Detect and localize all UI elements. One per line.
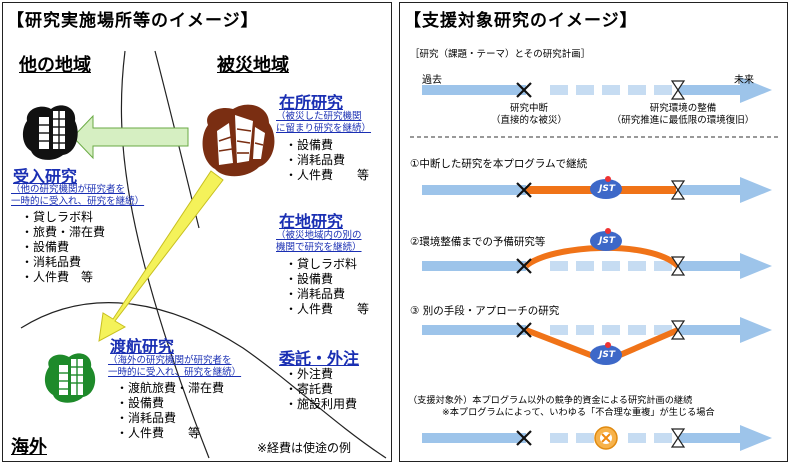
region-overseas: 海外 xyxy=(11,437,47,458)
cost-item: 消耗品費 xyxy=(285,153,369,168)
note-line: （被災した研究機関 xyxy=(276,111,362,122)
label-line: 研究中断 xyxy=(509,103,548,114)
right-panel-title: 【支援対象研究のイメージ】 xyxy=(404,11,638,31)
label-line: ※本プログラムによって、いわゆる「不合理な重複」が生じる場合 xyxy=(442,407,715,418)
jst-logo-text: JST xyxy=(599,350,615,360)
plan-label: ［研究（課題・テーマ）とその研究計画］ xyxy=(410,49,591,60)
local-research-title: 在地研究 xyxy=(279,212,344,231)
cost-item: 貸しラボ料 xyxy=(21,210,105,225)
cost-item: 設備費 xyxy=(285,138,369,153)
past-label: 過去 xyxy=(422,75,442,86)
prohibited-icon xyxy=(594,426,618,450)
cost-item: 消耗品費 xyxy=(116,411,224,426)
accept-building-icon xyxy=(22,105,78,160)
cost-item: 貸しラボ料 xyxy=(285,257,369,272)
overseas-boundary xyxy=(20,302,387,459)
interruption-label: 研究中断 （直接的な被災） xyxy=(474,103,584,127)
cost-item: 設備費 xyxy=(116,396,224,411)
note-line: 一時的に受入れ、研究を継続） xyxy=(11,196,145,207)
cost-item: 施設利用費 xyxy=(285,397,357,412)
note-line: （被災地域内の別の xyxy=(276,230,362,241)
cost-item: 設備費 xyxy=(21,240,105,255)
outsourcing-title: 委託・外注 xyxy=(279,349,360,368)
abroad-research-title: 渡航研究 xyxy=(110,337,175,356)
label-line: （支援対象外）本プログラム以外の競争的資金による研究計画の継続 xyxy=(408,395,693,406)
inplace-cost-list: 設備費 消耗品費 人件費 等 xyxy=(285,138,369,183)
cost-item: 人件費 等 xyxy=(21,270,105,285)
cost-item: 外注費 xyxy=(285,367,357,382)
accept-research-note: （他の研究機関が研究者を 一時的に受入れ、研究を継続） xyxy=(11,184,144,208)
jst-logo-text: JST xyxy=(599,184,615,194)
disaster-building-icon xyxy=(202,104,275,177)
cost-item: 消耗品費 xyxy=(285,287,369,302)
future-label: 未来 xyxy=(734,75,754,86)
note-line: （他の研究機関が研究者を xyxy=(11,184,126,195)
boundary-line xyxy=(120,50,210,459)
local-research-note: （被災地域内の別の 機関で研究を継続） xyxy=(276,230,362,254)
excluded-label: （支援対象外）本プログラム以外の競争的資金による研究計画の継続 ※本プログラムに… xyxy=(408,395,715,419)
region-other: 他の地域 xyxy=(19,55,91,76)
timeline-row xyxy=(422,77,772,103)
left-panel: 【研究実施場所等のイメージ】 他の地域 被災地域 海外 受入研究 （他の研究機関… xyxy=(2,2,392,462)
note-line: （海外の研究機関が研究者を xyxy=(108,355,232,366)
cost-item: 人件費 等 xyxy=(285,168,369,183)
inplace-research-note: （被災した研究機関 に留まり研究を継続） xyxy=(276,111,371,135)
abroad-building-icon xyxy=(44,353,96,403)
abroad-cost-list: 渡航旅費・滞在費 設備費 消耗品費 人件費 等 xyxy=(116,381,224,441)
local-cost-list: 貸しラボ料 設備費 消耗品費 人件費 等 xyxy=(285,257,369,317)
right-diagram-graphics xyxy=(410,77,780,451)
abroad-arrow xyxy=(98,170,224,342)
case3-row xyxy=(422,317,772,365)
note-line: に留まり研究を継続） xyxy=(276,123,372,134)
label-line: 研究環境の整備 xyxy=(649,103,717,114)
left-panel-title: 【研究実施場所等のイメージ】 xyxy=(7,11,259,31)
cost-item: 旅費・滞在費 xyxy=(21,225,105,240)
right-panel: 【支援対象研究のイメージ】 ［研究（課題・テーマ）とその研究計画］ 過去 未来 … xyxy=(399,2,788,462)
cost-item: 人件費 等 xyxy=(116,426,224,441)
cost-item: 設備費 xyxy=(285,272,369,287)
case2-row xyxy=(422,228,772,279)
case3-label: ③ 別の手段・アプローチの研究 xyxy=(410,305,560,317)
cost-item: 人件費 等 xyxy=(285,302,369,317)
accept-research-title: 受入研究 xyxy=(13,167,78,186)
label-line: （直接的な被災） xyxy=(490,115,567,126)
note-line: 機関で研究を継続） xyxy=(276,242,362,253)
case2-label: ②環境整備までの予備研究等 xyxy=(410,236,546,248)
accept-arrow xyxy=(72,114,189,160)
jst-logo-text: JST xyxy=(599,236,615,246)
cost-item: 消耗品費 xyxy=(21,255,105,270)
case1-row xyxy=(422,176,772,203)
excluded-row xyxy=(422,425,772,451)
cost-item: 渡航旅費・滞在費 xyxy=(116,381,224,396)
inplace-research-title: 在所研究 xyxy=(279,93,344,112)
abroad-research-note: （海外の研究機関が研究者を 一時的に受入れ、研究を継続） xyxy=(108,355,241,379)
left-diagram-graphics xyxy=(20,50,387,459)
footnote: ※経費は使途の例 xyxy=(257,441,352,455)
cost-item: 寄託費 xyxy=(285,382,357,397)
outsourcing-cost-list: 外注費 寄託費 施設利用費 xyxy=(285,367,357,412)
case1-label: ①中断した研究を本プログラムで継続 xyxy=(410,158,588,170)
restoration-label: 研究環境の整備 （研究推進に最低限の環境復旧） xyxy=(608,103,758,127)
region-disaster: 被災地域 xyxy=(217,55,289,76)
accept-cost-list: 貸しラボ料 旅費・滞在費 設備費 消耗品費 人件費 等 xyxy=(21,210,105,285)
label-line: （研究推進に最低限の環境復旧） xyxy=(611,115,755,126)
note-line: 一時的に受入れ、研究を継続） xyxy=(108,367,242,378)
